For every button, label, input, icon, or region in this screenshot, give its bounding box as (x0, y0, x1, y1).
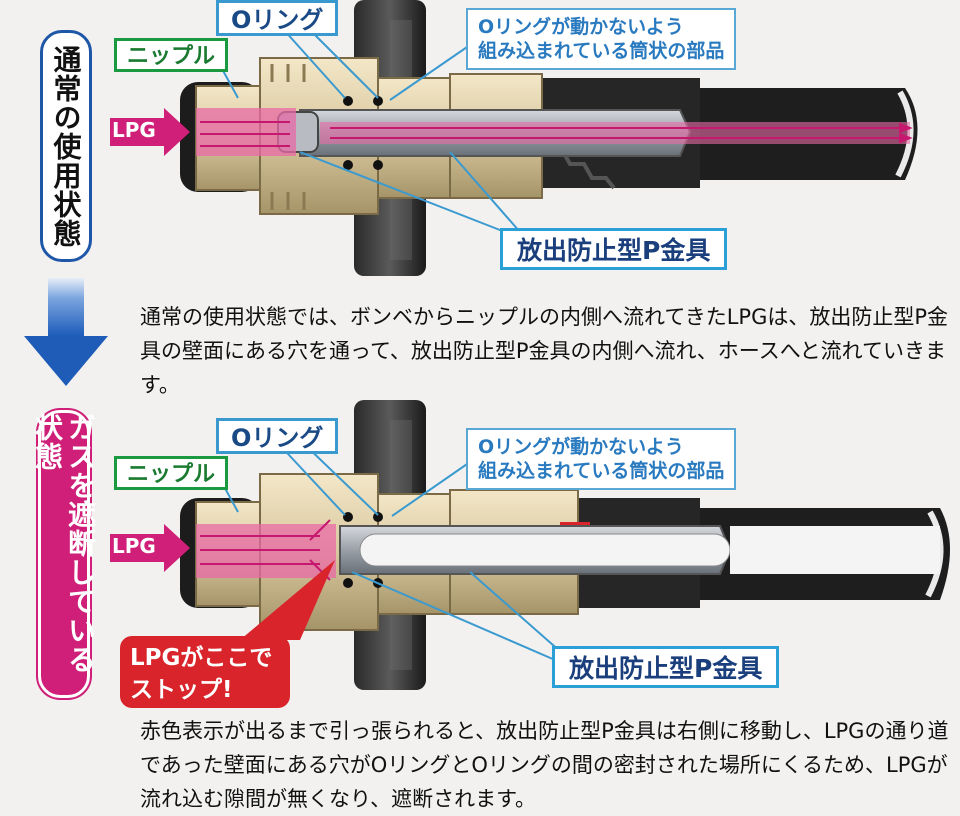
assembly-blocked (110, 400, 950, 690)
callout-tube-line1: Oリングが動かないよう (478, 436, 684, 458)
state-label-blocked: ガスを遮断している状態 (31, 410, 97, 698)
callout-nipple: ニップル (114, 38, 229, 72)
description-blocked: 赤色表示が出るまで引っ張られると、放出防止型P金具は右側に移動し、LPGの通り道… (140, 719, 949, 811)
callout-nipple: ニップル (114, 456, 229, 490)
callout-tube-line2: 組み込まれている筒状の部品 (478, 460, 725, 482)
callout-p-fitting: 放出防止型P金具 (500, 228, 728, 270)
stop-callout: LPGがここで ストップ! (120, 636, 290, 708)
description-normal: 通常の使用状態では、ボンベからニップルの内側へ流れてきたLPGは、放出防止型P金… (140, 305, 949, 397)
callout-tube-line1: Oリングが動かないよう (478, 16, 684, 38)
lpg-label: LPG (112, 534, 156, 558)
transition-arrow (24, 278, 108, 386)
callout-tube-line2: 組み込まれている筒状の部品 (478, 40, 725, 62)
callout-p-fitting: 放出防止型P金具 (552, 646, 780, 688)
callout-tube-part: Oリングが動かないよう 組み込まれている筒状の部品 (466, 8, 737, 70)
lpg-arrow (110, 524, 190, 572)
callout-oring: Oリング (216, 0, 339, 36)
state-label-normal: 通常の使用状態 (40, 30, 92, 262)
assembly-normal (110, 0, 918, 276)
callout-oring: Oリング (216, 418, 339, 454)
callout-tube-part: Oリングが動かないよう 組み込まれている筒状の部品 (466, 428, 737, 490)
lpg-label: LPG (112, 118, 156, 142)
lpg-arrow (110, 108, 190, 156)
